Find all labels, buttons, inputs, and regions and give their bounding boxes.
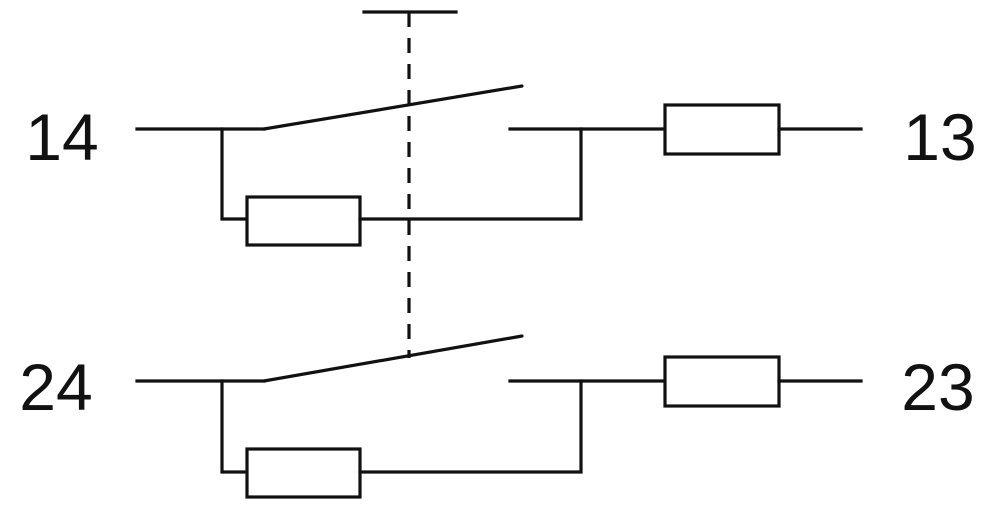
parallel-branch-right [358,379,583,474]
switch-blade [262,334,524,383]
terminal-label-23: 23 [901,350,974,424]
actuator [362,10,458,358]
series-resistor [663,355,781,408]
contact-1: 14 13 [25,84,977,247]
terminal-label-14: 14 [25,100,98,174]
parallel-branch-left [220,379,249,474]
series-resistor [663,103,781,156]
terminal-label-24: 24 [19,350,92,424]
contact-2: 24 23 [19,334,975,499]
parallel-branch-left [220,127,249,221]
terminal-label-13: 13 [903,100,976,174]
parallel-resistor [245,447,362,499]
parallel-branch-right [358,127,583,221]
parallel-resistor [245,195,362,247]
switch-blade [262,84,524,131]
